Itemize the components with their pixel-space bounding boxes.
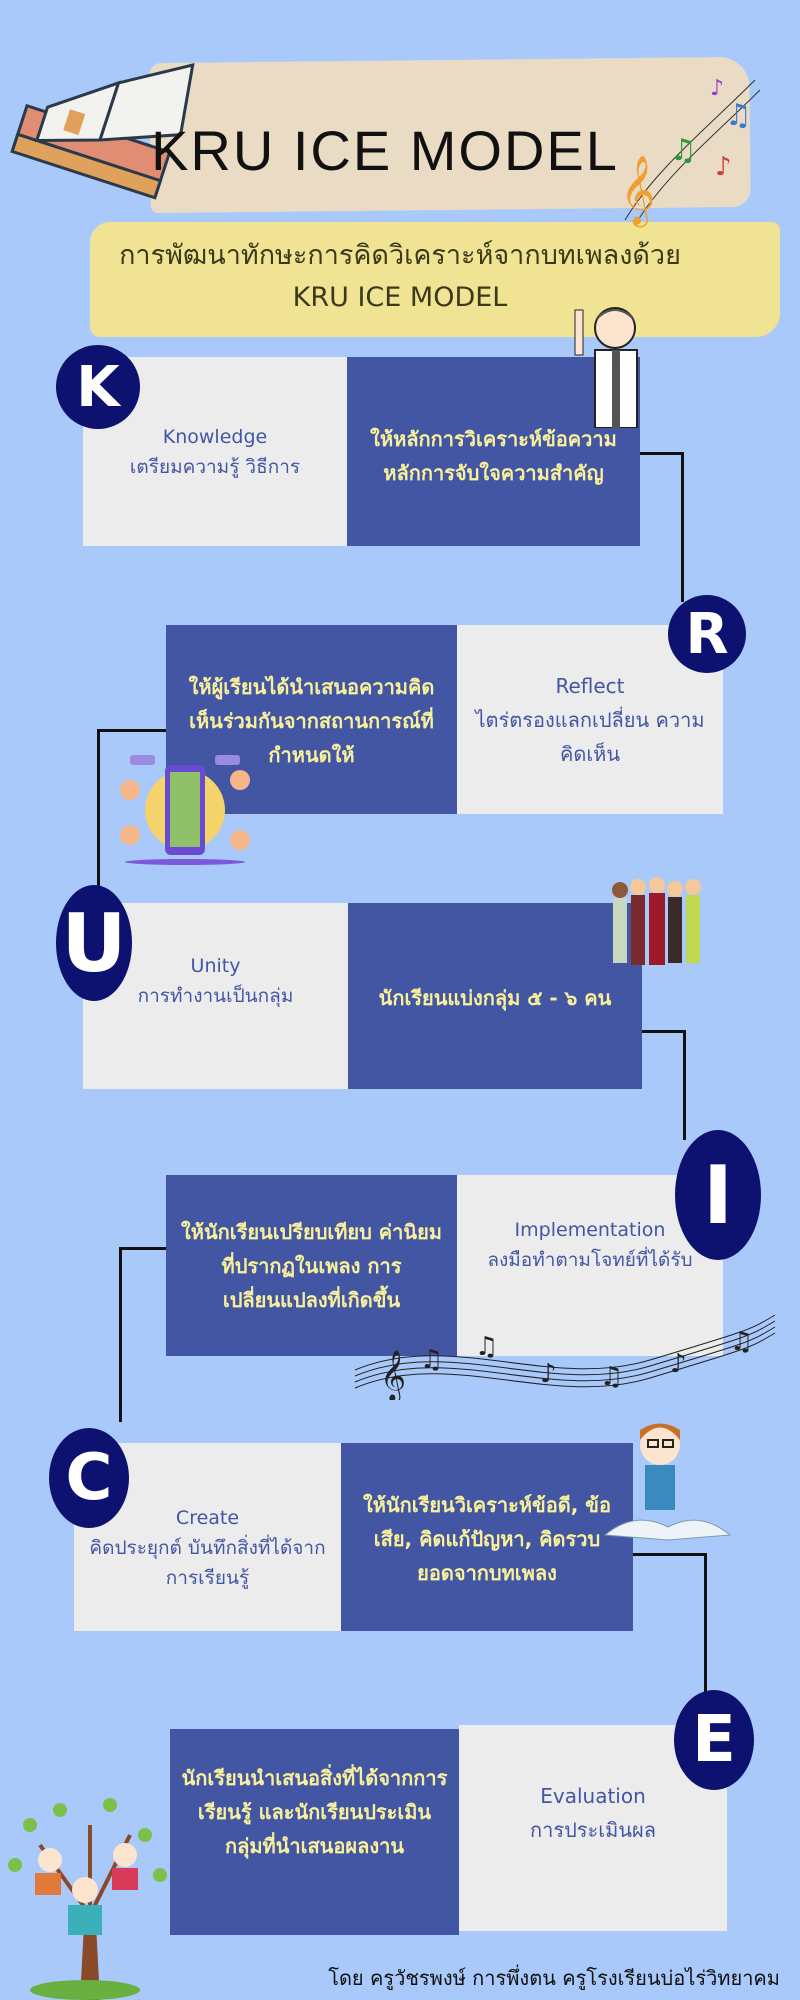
children-reading-tree-illustration: [8, 1798, 167, 2000]
step-r-detail-box: ให้ผู้เรียนได้นำเสนอความคิดเห็นร่วมกันจา…: [166, 625, 457, 814]
svg-text:𝄞: 𝄞: [620, 155, 655, 227]
step-u-title: Unity: [190, 955, 241, 977]
svg-text:♫: ♫: [600, 1362, 623, 1392]
svg-text:𝄞: 𝄞: [380, 1350, 406, 1400]
step-e-subtitle: การประเมินผล: [530, 1818, 656, 1842]
step-u-detail-box: นักเรียนแบ่งกลุ่ม ๕ - ๖ คน: [348, 903, 642, 1089]
step-r-title: Reflect: [555, 673, 625, 698]
step-r-detail: ให้ผู้เรียนได้นำเสนอความคิดเห็นร่วมกันจา…: [188, 675, 435, 767]
step-c-detail-box: ให้นักเรียนวิเคราะห์ข้อดี, ข้อเสีย, คิดแ…: [341, 1443, 633, 1631]
step-i-badge: I: [675, 1130, 761, 1260]
music-notes-illustration: 𝄞 ♫ ♫ ♪ ♪: [620, 76, 761, 227]
connector-line: [97, 729, 100, 889]
step-k-badge: K: [56, 345, 140, 429]
subtitle-banner: [90, 222, 780, 337]
teacher-pointing-illustration: [574, 307, 638, 428]
books-illustration: [10, 62, 195, 200]
footer-credit: โดย ครูวัชรพงษ์ การพึ่งตน ครูโรงเรียนบ่อ…: [328, 1966, 780, 1990]
step-u-detail: นักเรียนแบ่งกลุ่ม ๕ - ๖ คน: [378, 986, 612, 1010]
step-c-badge: C: [49, 1428, 129, 1528]
step-e-title: Evaluation: [540, 1784, 646, 1808]
svg-text:♫: ♫: [670, 133, 697, 168]
step-u-subtitle: การทำงานเป็นกลุ่ม: [137, 985, 294, 1007]
step-e-detail-box: นักเรียนนำเสนอสิ่งที่ได้จากการเรียนรู้ แ…: [170, 1729, 459, 1935]
step-u-badge: U: [56, 885, 132, 1001]
connector-line: [640, 452, 683, 455]
step-i-detail-box: ให้นักเรียนเปรียบเทียบ ค่านิยมที่ปรากฏใน…: [166, 1175, 457, 1356]
step-i-subtitle: ลงมือทำตามโจทย์ที่ได้รับ: [487, 1249, 693, 1271]
boy-reading-book-illustration: [603, 1423, 732, 1541]
subtitle-line-1: การพัฒนาทักษะการคิดวิเคราะห์จากบทเพลงด้ว…: [119, 240, 681, 271]
step-i-title: Implementation: [514, 1219, 666, 1241]
svg-text:♫: ♫: [420, 1345, 443, 1375]
connector-line: [681, 452, 684, 602]
step-r-subtitle: ไตร่ตรองแลกเปลี่ยน ความคิดเห็น: [475, 707, 705, 766]
students-group-illustration: [612, 877, 701, 965]
svg-text:♪: ♪: [715, 152, 732, 182]
step-i-detail: ให้นักเรียนเปรียบเทียบ ค่านิยมที่ปรากฏใน…: [181, 1220, 442, 1312]
step-c-detail: ให้นักเรียนวิเคราะห์ข้อดี, ข้อเสีย, คิดแ…: [363, 1493, 611, 1585]
connector-line: [683, 1030, 686, 1140]
step-u-label-box: Unity การทำงานเป็นกลุ่ม: [83, 903, 348, 1089]
connector-line: [119, 1247, 122, 1422]
step-r-badge: R: [668, 595, 746, 673]
step-k-detail: ให้หลักการวิเคราะห์ข้อความ หลักการจับใจค…: [370, 427, 617, 485]
svg-text:♪: ♪: [540, 1359, 557, 1389]
step-e-detail: นักเรียนนำเสนอสิ่งที่ได้จากการเรียนรู้ แ…: [181, 1766, 448, 1858]
connector-line: [642, 1030, 686, 1033]
page-title: KRU ICE MODEL: [151, 119, 619, 182]
svg-text:♫: ♫: [730, 1327, 753, 1357]
svg-text:♫: ♫: [725, 98, 752, 133]
connector-line: [633, 1553, 706, 1556]
connector-line: [97, 729, 166, 732]
social-network-illustration: [120, 755, 250, 865]
step-c-subtitle: คิดประยุกต์ บันทึกสิ่งที่ได้จากการเรียนร…: [89, 1537, 326, 1589]
svg-text:♫: ♫: [475, 1332, 498, 1362]
music-staff-illustration: 𝄞 ♫ ♫ ♪ ♫ ♪ ♫: [354, 1314, 776, 1400]
connector-line: [704, 1553, 707, 1698]
step-e-badge: E: [674, 1690, 754, 1790]
subtitle-line-2: KRU ICE MODEL: [292, 282, 508, 313]
step-k-subtitle: เตรียมความรู้ วิธีการ: [129, 455, 301, 478]
svg-text:♪: ♪: [710, 76, 724, 101]
connector-line: [119, 1247, 166, 1250]
page-subtitle: การพัฒนาทักษะการคิดวิเคราะห์จากบทเพลงด้ว…: [80, 235, 720, 319]
step-c-title: Create: [175, 1507, 240, 1529]
svg-text:♪: ♪: [670, 1349, 687, 1379]
step-k-title: Knowledge: [162, 425, 268, 448]
step-k-detail-box: ให้หลักการวิเคราะห์ข้อความ หลักการจับใจค…: [347, 357, 640, 546]
